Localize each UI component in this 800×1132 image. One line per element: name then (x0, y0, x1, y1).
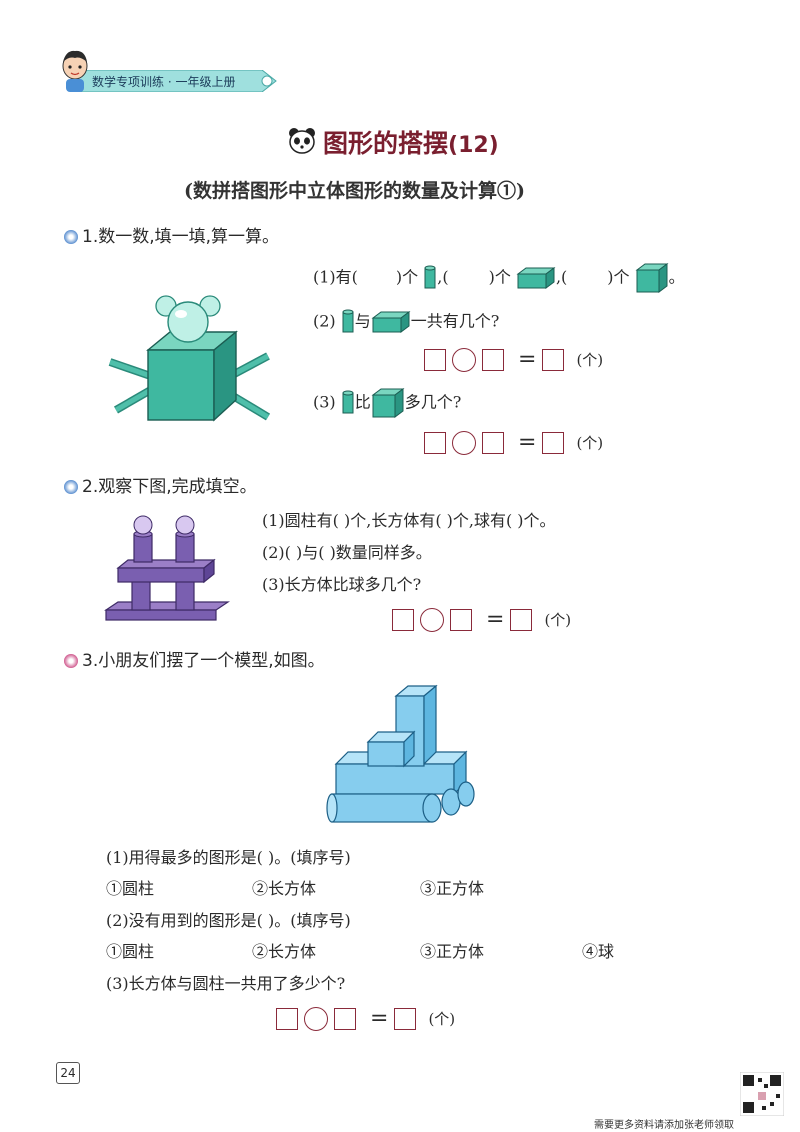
q3-line2: (2)没有用到的图形是( )。(填序号) (106, 911, 351, 930)
q3-equation: = (个) (276, 1006, 461, 1031)
answer-box[interactable] (482, 431, 504, 454)
q2-line3: (3)长方体比球多几个? (262, 575, 422, 594)
q2-line1: (1)圆柱有( )个,长方体有( )个,球有( )个。 (262, 511, 556, 530)
q1-part1: (1)有( )个 ,( )个 ,( )个 。 (313, 262, 685, 294)
q1-equation-1: = (个) (424, 347, 609, 372)
q1-equation-2: = (个) (424, 430, 609, 455)
q1-p1-text-b: )个 (395, 267, 419, 287)
q3-opt2-cuboid: ②长方体 (252, 942, 317, 961)
q1-p2-text-b: 与 (354, 311, 371, 331)
q3-line3: (3)长方体与圆柱一共用了多少个? (106, 974, 346, 993)
q1-p1-text-e: ,( (555, 267, 568, 287)
answer-box[interactable] (482, 348, 504, 371)
q1-figure-robot (108, 292, 283, 431)
qr-code-icon (739, 1071, 785, 1120)
q1-p3-text-c: 多几个? (404, 392, 462, 412)
q3-opt1-cuboid: ②长方体 (252, 879, 317, 898)
q3-opt2-sphere: ④球 (582, 942, 615, 961)
q2-text: 2.观察下图,完成填空。 (82, 477, 257, 497)
q1-part2: (2) 与 一共有几个? (313, 308, 499, 336)
title-main: 图形的搭摆 (323, 129, 449, 158)
unit-label: (个) (576, 434, 604, 452)
q1-p1-text-g: 。 (668, 267, 685, 287)
answer-box[interactable] (510, 608, 533, 631)
header-banner: 数学专项训练 · 一年级上册 (62, 69, 277, 93)
q1-label: 1.数一数,填一填,算一算。 (64, 222, 279, 247)
cylinder-icon (424, 265, 436, 289)
equals-sign: = (518, 430, 537, 455)
q2-figure-structure (104, 512, 232, 626)
q1-p3-text-a: (3) (313, 392, 336, 412)
q3-line1: (1)用得最多的图形是( )。(填序号) (106, 848, 351, 867)
q3-bullet-icon (64, 654, 78, 668)
operator-circle[interactable] (452, 347, 476, 372)
cylinder-icon (342, 309, 354, 333)
equals-sign: = (486, 607, 505, 632)
cylinder-icon (342, 390, 354, 414)
footer-note: 需要更多资料请添加张老师领取 (594, 1120, 734, 1131)
q3-text: 3.小朋友们摆了一个模型,如图。 (82, 651, 325, 671)
page-subtitle: (数拼搭图形中立体图形的数量及计算①) (184, 180, 525, 202)
title-number: (12) (448, 133, 499, 158)
student-avatar-icon (58, 46, 92, 98)
q1-p1-text-d: )个 (488, 267, 511, 287)
unit-label: (个) (576, 351, 604, 369)
cube-icon (635, 263, 669, 293)
q3-opt1-cube: ③正方体 (420, 879, 485, 898)
q3-opt2-cylinder: ①圆柱 (106, 942, 155, 961)
q1-part3: (3) 比 多几个? (313, 387, 461, 419)
q3-opt1-cylinder: ①圆柱 (106, 879, 155, 898)
cuboid-icon (371, 311, 411, 333)
answer-box[interactable] (392, 608, 414, 631)
q3-options-2: ①圆柱 ②长方体 ③正方体 ④球 (106, 939, 614, 965)
q1-p1-text-c: ,( (437, 267, 449, 287)
q2-line2: (2)( )与( )数量同样多。 (262, 543, 432, 562)
equals-sign: = (518, 347, 537, 372)
operator-circle[interactable] (452, 430, 476, 455)
q2-label: 2.观察下图,完成填空。 (64, 472, 257, 497)
equals-sign: = (370, 1006, 389, 1031)
cube-icon (371, 388, 405, 418)
q1-p3-text-b: 比 (354, 392, 371, 412)
q1-p1-text-a: (1)有( (313, 267, 358, 287)
q3-label: 3.小朋友们摆了一个模型,如图。 (64, 646, 325, 671)
page-number: 24 (56, 1062, 80, 1084)
q2-equation: = (个) (392, 607, 577, 632)
answer-box[interactable] (542, 431, 565, 454)
answer-box[interactable] (334, 1007, 356, 1030)
operator-circle[interactable] (304, 1006, 328, 1031)
cuboid-icon (516, 267, 556, 289)
operator-circle[interactable] (420, 607, 444, 632)
q2-bullet-icon (64, 480, 78, 494)
unit-label: (个) (428, 1010, 456, 1028)
answer-box[interactable] (394, 1007, 417, 1030)
q1-p2-text-a: (2) (313, 311, 336, 331)
page-title: 图形的搭摆(12) (323, 124, 499, 160)
answer-box[interactable] (542, 348, 565, 371)
banner-text: 数学专项训练 · 一年级上册 (92, 75, 236, 89)
q1-bullet-icon (64, 230, 78, 244)
unit-label: (个) (544, 611, 572, 629)
q3-figure-vehicle (326, 684, 486, 838)
page-number-text: 24 (60, 1066, 76, 1080)
answer-box[interactable] (424, 348, 446, 371)
answer-box[interactable] (450, 608, 472, 631)
q1-text: 1.数一数,填一填,算一算。 (82, 227, 280, 247)
q3-options-1: ①圆柱 ②长方体 ③正方体 (106, 876, 484, 902)
q1-p1-text-f: )个 (607, 267, 630, 287)
answer-box[interactable] (424, 431, 446, 454)
answer-box[interactable] (276, 1007, 298, 1030)
q1-p2-text-c: 一共有几个? (410, 311, 500, 331)
title-panda-icon (287, 126, 317, 158)
q3-opt2-cube: ③正方体 (420, 942, 485, 961)
